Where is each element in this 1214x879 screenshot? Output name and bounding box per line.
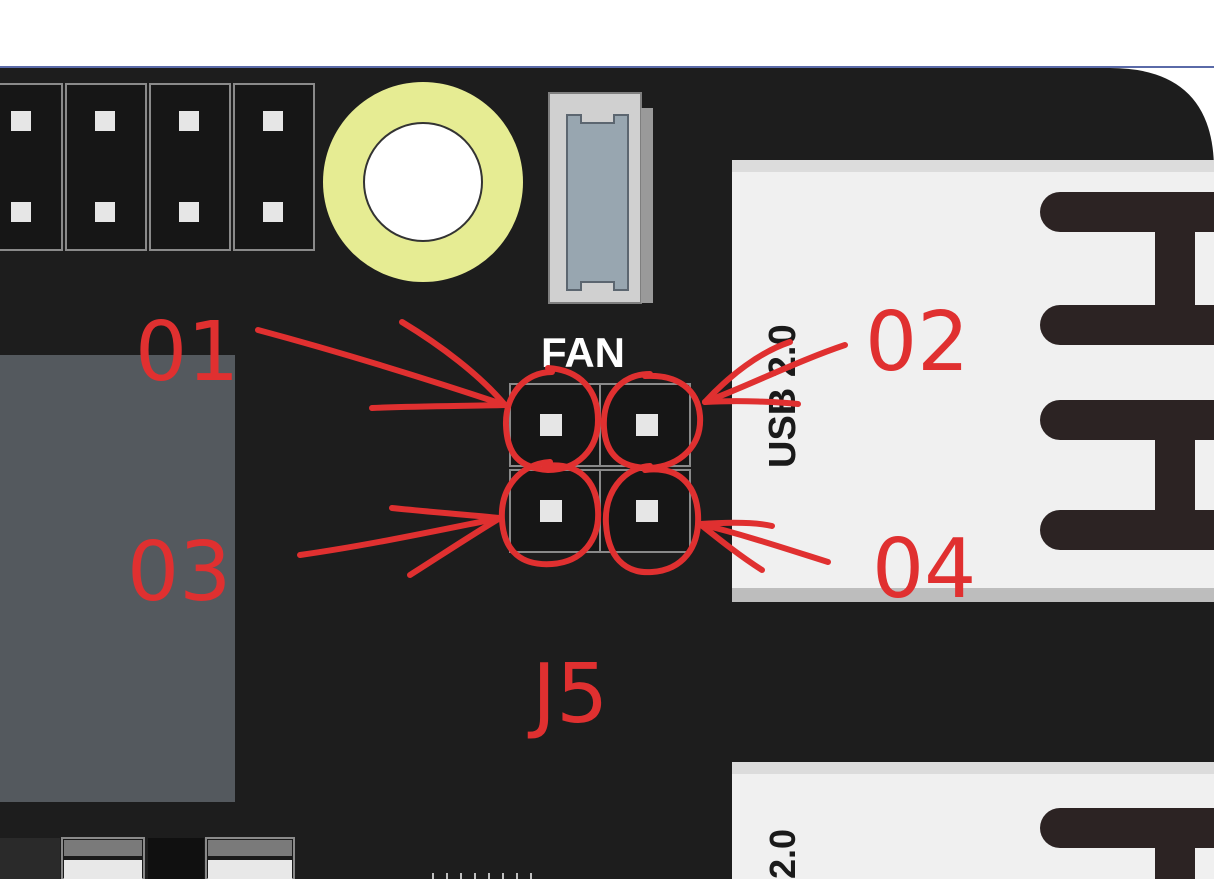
usb-port-top xyxy=(732,160,1214,602)
arrow-03 xyxy=(297,515,503,558)
arrow-02 xyxy=(702,342,848,405)
header-pin xyxy=(263,111,283,131)
label-03: 03 xyxy=(127,525,231,620)
header-pin xyxy=(11,111,31,131)
pin-annotations xyxy=(255,319,848,578)
usb-port-bottom xyxy=(732,762,1214,879)
j5-header xyxy=(509,383,691,553)
circle-pin-1 xyxy=(502,365,601,473)
arrow-04 xyxy=(697,521,831,565)
header-pin xyxy=(95,202,115,222)
label-04: 04 xyxy=(872,522,976,617)
bottom-pin-ticks xyxy=(432,873,532,879)
bottom-left-components xyxy=(0,837,295,879)
arrow-01 xyxy=(255,327,508,408)
circle-pin-3 xyxy=(498,459,602,568)
usb-bottom-label: 2.0 xyxy=(762,829,803,879)
j5-pin-3 xyxy=(540,500,562,522)
circle-pin-4 xyxy=(602,463,702,576)
header-pin xyxy=(11,202,31,222)
label-01: 01 xyxy=(135,305,239,400)
j5-pin-4 xyxy=(636,500,658,522)
annotation-labels: 01 02 03 04 J5 xyxy=(127,295,976,742)
mounting-hole xyxy=(323,82,523,282)
label-j5: J5 xyxy=(527,647,608,742)
j5-pin-2 xyxy=(636,414,658,436)
j5-pin-1 xyxy=(540,414,562,436)
header-pin xyxy=(179,202,199,222)
header-pin xyxy=(263,202,283,222)
header-pin xyxy=(95,111,115,131)
pin-header-top xyxy=(0,83,315,251)
label-02: 02 xyxy=(865,295,969,390)
chip xyxy=(0,355,235,802)
fan-connector xyxy=(548,92,653,304)
header-pin xyxy=(179,111,199,131)
